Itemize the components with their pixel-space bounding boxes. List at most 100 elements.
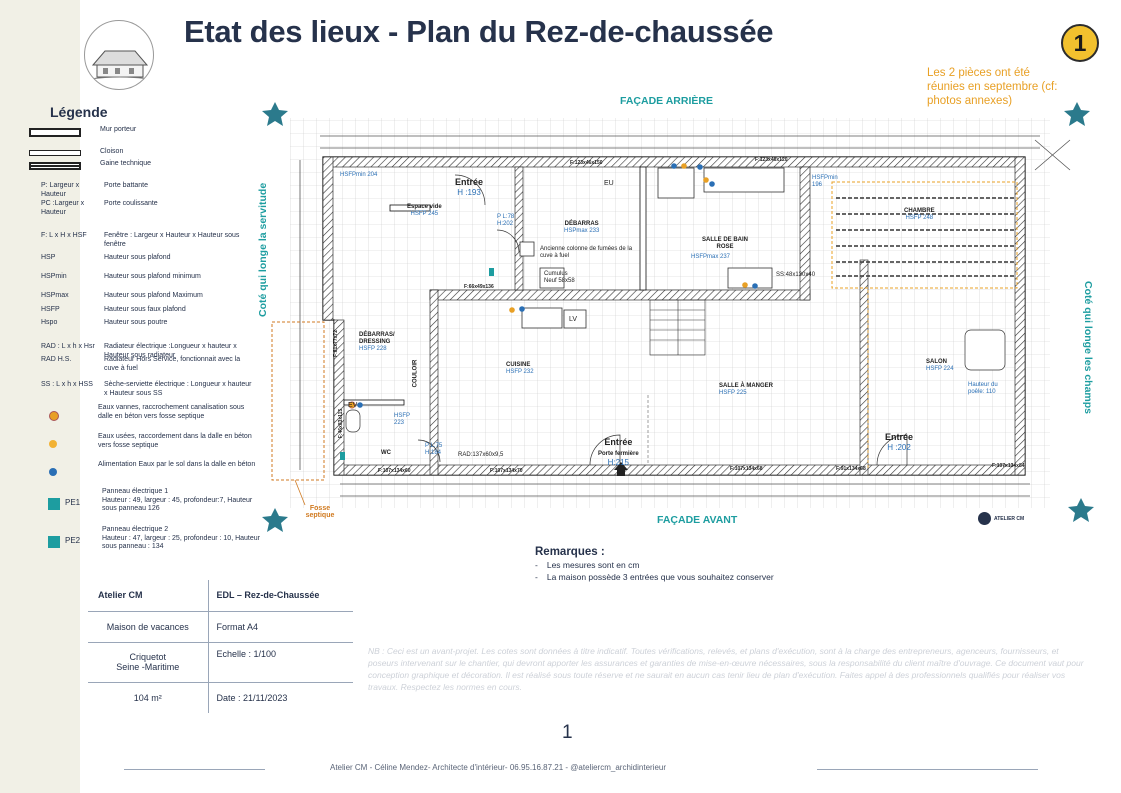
legend-symbol: [29, 162, 81, 170]
legend-label: Porte battante: [104, 182, 148, 189]
window-f4: F:107x134x60: [378, 468, 411, 474]
footer-line-left: [124, 769, 265, 770]
hsfpmin-196: HSFPmin 196: [812, 175, 838, 188]
table-row: Criquetot Seine -Maritime Echelle : 1/10…: [88, 642, 353, 683]
seche-serviette: SS:48x130x40: [776, 272, 816, 278]
table-cell: Format A4: [208, 611, 353, 643]
legend-title: Légende: [50, 104, 108, 120]
legend-abbr: RAD : L x h x Hsr: [41, 343, 95, 350]
table-row: Atelier CM EDL – Rez-de-Chaussée: [88, 580, 353, 612]
room-salle-de-bain: SALLE DE BAIN ROSE: [701, 237, 748, 250]
remarks: Remarques : Les mesures sont en cm La ma…: [535, 546, 774, 582]
legend-label: Panneau électrique 1 Hauteur : 49, large…: [102, 488, 253, 512]
legend-label: Eaux usées, raccordement dans la dalle e…: [98, 433, 252, 449]
table-cell: Atelier CM: [88, 580, 209, 612]
legend-label: Cloison: [100, 148, 124, 155]
window-f9: F:81x77x72: [332, 330, 339, 357]
legend-abbr: F: L x H x HSF: [41, 232, 87, 239]
legend-label: Porte coulissante: [104, 200, 158, 207]
window-f3: F:66x49x136: [464, 284, 494, 290]
room-wc: WC: [381, 450, 391, 456]
remark-item: Les mesures sont en cm: [535, 560, 774, 570]
legend-label: Radiateur Hors Service, fonctionnait ave…: [104, 356, 241, 372]
legend-label: Hauteur sous poutre: [104, 319, 168, 326]
table-row: Maison de vacances Format A4: [88, 611, 353, 643]
side-right-label: Coté qui longe les champs: [1082, 281, 1094, 415]
info-table: Atelier CM EDL – Rez-de-Chaussée Maison …: [88, 580, 353, 713]
atelier-logo-icon: [978, 512, 991, 525]
ev-label: EV: [348, 402, 358, 409]
annex-note: Les 2 pièces ont été réunies en septembr…: [927, 67, 1058, 107]
legend-label: Fenêtre : Largeur x Hauteur x Hauteur so…: [104, 232, 240, 248]
legend-abbr: HSP: [41, 254, 56, 261]
wc-height: HSFP 223: [394, 413, 410, 426]
room-couloir: COULOIR: [412, 359, 419, 388]
side-left-label: Coté qui longe la servitude: [257, 182, 269, 317]
door-p2: P L:75 H:184: [425, 443, 443, 456]
atelier-logo: ATELIER CM: [978, 512, 1024, 525]
legend-panel-square: [48, 498, 60, 510]
legend-label: Hauteur sous plafond: [104, 254, 171, 261]
poele-height: Hauteur du poêle: 110: [968, 382, 998, 395]
eu-label: EU: [604, 180, 614, 187]
legend-abbr: PE2: [65, 536, 81, 545]
legend-abbr: SS : L x h x HSS: [41, 381, 93, 388]
legend-label: Gaine technique: [100, 160, 151, 167]
door-p1: P L:78 H:202: [497, 214, 515, 227]
radiateur: RAD:137x60x9,5: [458, 452, 504, 458]
window-f2: F:123x46x120: [755, 157, 788, 163]
atelier-logo-text: ATELIER CM: [994, 515, 1025, 522]
legend-abbr: HSPmax: [41, 292, 69, 299]
window-f8: F:107x134x84: [992, 463, 1025, 469]
legend-abbr: PC :Largeur x Hauteur: [41, 200, 85, 216]
legend-label: Eaux vannes, raccrochement canalisation …: [98, 404, 245, 420]
legend-label: Hauteur sous plafond Maximum: [104, 292, 203, 299]
window-f1: F:123x46x150: [570, 160, 603, 166]
footer: Atelier CM - Céline Mendez- Architecte d…: [330, 763, 667, 772]
legend-panel-square: [48, 536, 60, 548]
remarks-title: Remarques :: [535, 546, 605, 558]
disclaimer: NB : Ceci est un avant-projet. Les cotes…: [368, 646, 1084, 692]
legend-label: Hauteur sous plafond minimum: [104, 273, 201, 280]
legend-abbr: P: Largeur x Hauteur: [41, 182, 80, 198]
sdb-height: HSFPmax 237: [691, 254, 731, 260]
lave-vaisselle: LV: [569, 316, 578, 323]
table-row: 104 m² Date : 21/11/2023: [88, 682, 353, 713]
window-f5: F:107x134x70: [490, 468, 523, 474]
remark-item: La maison possède 3 entrées que vous sou…: [535, 572, 774, 582]
legend-abbr: PE1: [65, 498, 81, 507]
table-cell: Echelle : 1/100: [208, 642, 353, 683]
house-sketch-logo: [84, 20, 154, 90]
cumulus: Cumulus Neuf 58x58: [544, 271, 575, 284]
facade-front-label: FAÇADE AVANT: [657, 514, 738, 526]
legend-label: Hauteur sous faux plafond: [104, 306, 186, 313]
table-cell: 104 m²: [88, 682, 209, 713]
table-cell: Criquetot Seine -Maritime: [88, 642, 209, 683]
facade-back-label: FAÇADE ARRIÈRE: [620, 95, 713, 107]
legend-dot: [49, 411, 59, 421]
legend-label: Alimentation Eaux par le sol dans la dal…: [98, 461, 256, 468]
legend-abbr: Hspo: [41, 319, 58, 326]
table-cell: Date : 21/11/2023: [216, 692, 288, 703]
footer-line-right: [817, 769, 1038, 770]
legend-abbr: RAD H.S.: [41, 356, 72, 363]
window-f7: F:91x134x68: [836, 466, 866, 472]
legend-abbr: HSPmin: [41, 273, 67, 280]
table-cell: Maison de vacances: [88, 611, 209, 643]
hsfpmin-204: HSFPmin 204: [340, 172, 378, 178]
legend-symbol: [29, 150, 81, 156]
legend-label: Panneau électrique 2 Hauteur : 47, large…: [102, 526, 260, 550]
page-title: Etat des lieux - Plan du Rez-de-chaussée: [184, 14, 774, 49]
window-f6: F:107x134x68: [730, 466, 763, 472]
table-cell: EDL – Rez-de-Chaussée: [208, 580, 353, 612]
